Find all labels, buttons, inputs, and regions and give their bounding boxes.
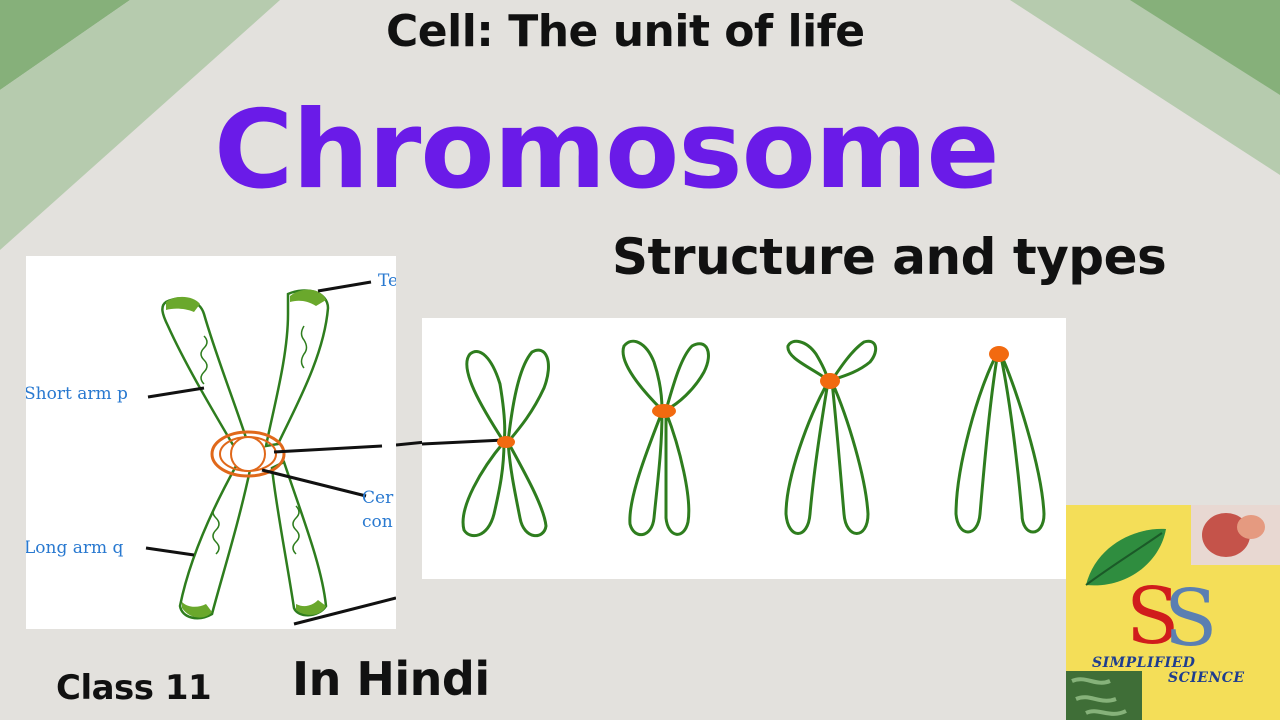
chromosome-types-drawing <box>422 339 1046 538</box>
chromosome-structure-diagram: Te Short arm p Cer con Long arm q <box>26 256 396 629</box>
topic-subheading: Structure and types <box>612 228 1167 286</box>
class-label: Class 11 <box>56 668 212 708</box>
logo-text-science: SCIENCE <box>1168 670 1245 686</box>
label-short-arm: Short arm p <box>26 384 128 404</box>
page-title: Chromosome <box>214 88 1000 213</box>
logo-text-simplified: SIMPLIFIED <box>1092 655 1196 671</box>
logo-graphic: S S <box>1066 505 1280 720</box>
label-centromere-1: Cer <box>362 488 394 508</box>
chromosome-structure-drawing <box>145 280 396 626</box>
label-long-arm: Long arm q <box>26 538 124 558</box>
connector-line <box>396 440 426 447</box>
chromosome-types-diagram <box>422 318 1066 579</box>
lesson-subtitle: Cell: The unit of life <box>386 6 865 57</box>
label-centromere-2: con <box>362 512 393 532</box>
language-label: In Hindi <box>292 652 490 706</box>
svg-text:S: S <box>1164 574 1217 664</box>
simplified-science-logo: S S SIMPLIFIED SCIENCE <box>1066 505 1280 720</box>
svg-text:S: S <box>1126 572 1179 662</box>
label-telomere: Te <box>378 271 396 291</box>
